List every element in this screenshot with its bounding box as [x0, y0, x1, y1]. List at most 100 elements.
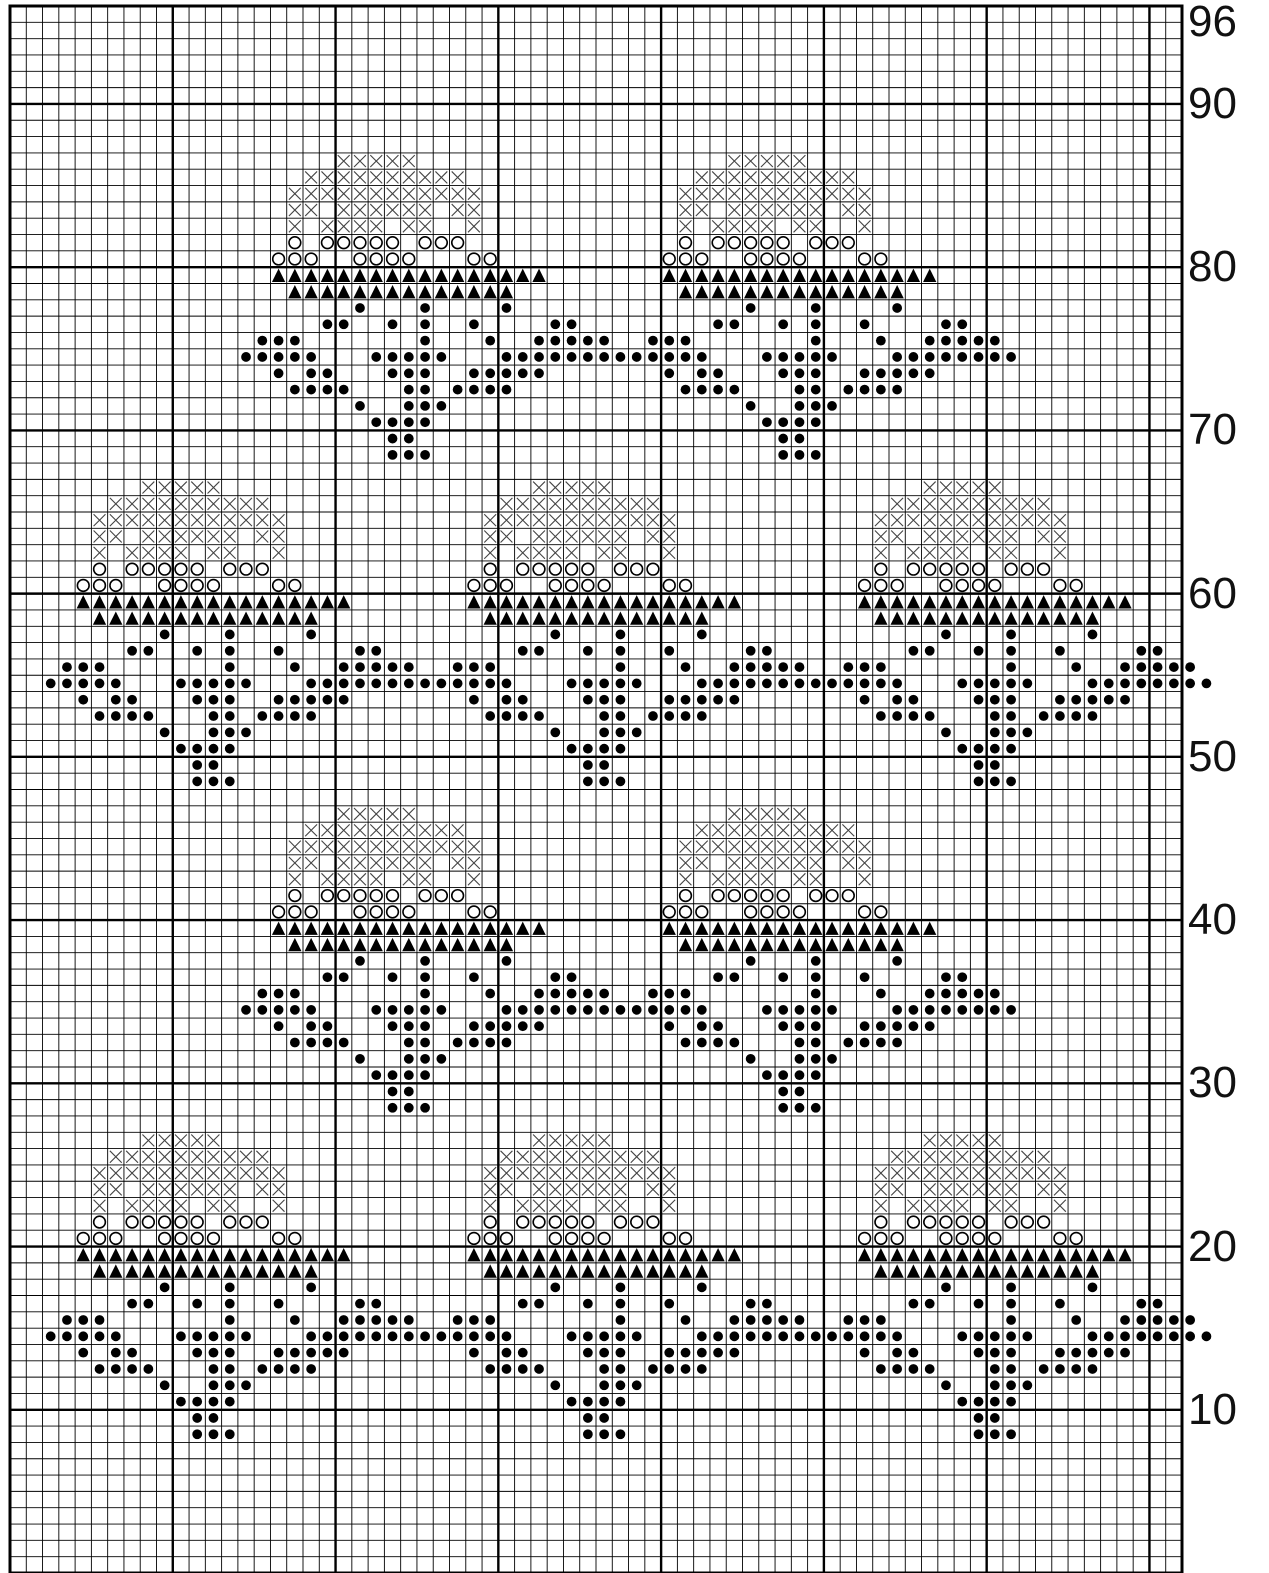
- filled-dot-mark: [1120, 679, 1130, 689]
- filled-dot-mark: [323, 695, 333, 705]
- filled-dot-mark: [1006, 1282, 1016, 1292]
- filled-dot-mark: [1006, 352, 1016, 362]
- filled-dot-mark: [404, 385, 414, 395]
- open-circle-mark: [663, 1233, 675, 1245]
- filled-dot-mark: [404, 368, 414, 378]
- filled-dot-mark: [274, 1021, 284, 1031]
- filled-dot-mark: [990, 336, 1000, 346]
- filled-dot-mark: [990, 1429, 1000, 1439]
- open-circle-mark: [729, 890, 741, 902]
- filled-dot-mark: [306, 352, 316, 362]
- filled-dot-mark: [404, 1315, 414, 1325]
- filled-dot-mark: [1120, 662, 1130, 672]
- filled-dot-mark: [62, 679, 72, 689]
- filled-dot-mark: [681, 385, 691, 395]
- filled-dot-mark: [778, 1103, 788, 1113]
- filled-dot-mark: [974, 352, 984, 362]
- filled-dot-mark: [925, 646, 935, 656]
- filled-dot-mark: [534, 368, 544, 378]
- filled-dot-mark: [290, 1038, 300, 1048]
- filled-dot-mark: [388, 1021, 398, 1031]
- filled-dot-mark: [892, 1348, 902, 1358]
- filled-dot-mark: [1055, 711, 1065, 721]
- open-circle-mark: [240, 563, 252, 575]
- open-circle-mark: [159, 1216, 171, 1228]
- open-circle-mark: [419, 890, 431, 902]
- filled-dot-mark: [762, 1005, 772, 1015]
- filled-dot-mark: [436, 1005, 446, 1015]
- filled-dot-mark: [1006, 1397, 1016, 1407]
- filled-dot-mark: [957, 1005, 967, 1015]
- filled-dot-mark: [290, 336, 300, 346]
- open-circle-mark: [175, 563, 187, 575]
- filled-dot-mark: [192, 776, 202, 786]
- filled-dot-mark: [681, 662, 691, 672]
- filled-dot-mark: [534, 646, 544, 656]
- filled-dot-mark: [290, 662, 300, 672]
- open-circle-mark: [370, 237, 382, 249]
- filled-dot-mark: [583, 1413, 593, 1423]
- filled-dot-mark: [323, 1331, 333, 1341]
- filled-dot-mark: [697, 385, 707, 395]
- filled-dot-mark: [990, 1348, 1000, 1358]
- filled-dot-mark: [502, 1038, 512, 1048]
- filled-dot-mark: [811, 385, 821, 395]
- filled-dot-mark: [355, 1331, 365, 1341]
- filled-dot-mark: [534, 1364, 544, 1374]
- filled-dot-mark: [990, 989, 1000, 999]
- filled-dot-mark: [957, 744, 967, 754]
- filled-dot-mark: [892, 711, 902, 721]
- filled-dot-mark: [323, 1021, 333, 1031]
- filled-dot-mark: [892, 1038, 902, 1048]
- filled-dot-mark: [306, 1038, 316, 1048]
- filled-dot-mark: [876, 1038, 886, 1048]
- filled-dot-mark: [729, 1315, 739, 1325]
- filled-dot-mark: [388, 1103, 398, 1113]
- filled-dot-mark: [192, 1413, 202, 1423]
- open-circle-mark: [777, 253, 789, 265]
- open-circle-mark: [549, 580, 561, 592]
- filled-dot-mark: [811, 1054, 821, 1064]
- filled-dot-mark: [827, 1005, 837, 1015]
- filled-dot-mark: [339, 972, 349, 982]
- filled-dot-mark: [290, 1315, 300, 1325]
- row-label-20: 20: [1188, 1225, 1237, 1269]
- filled-dot-mark: [827, 1331, 837, 1341]
- open-circle-mark: [338, 890, 350, 902]
- filled-dot-mark: [518, 1364, 528, 1374]
- filled-dot-mark: [355, 401, 365, 411]
- filled-dot-mark: [664, 1299, 674, 1309]
- open-circle-mark: [745, 890, 757, 902]
- open-circle-mark: [191, 1233, 203, 1245]
- filled-dot-mark: [1006, 727, 1016, 737]
- filled-dot-mark: [990, 1364, 1000, 1374]
- filled-dot-mark: [1169, 1315, 1179, 1325]
- open-circle-mark: [663, 580, 675, 592]
- filled-dot-mark: [111, 695, 121, 705]
- filled-dot-mark: [420, 1103, 430, 1113]
- filled-dot-mark: [909, 1005, 919, 1015]
- row-label-96: 96: [1188, 0, 1237, 44]
- filled-dot-mark: [95, 711, 105, 721]
- filled-dot-mark: [436, 1331, 446, 1341]
- filled-dot-mark: [876, 385, 886, 395]
- filled-dot-mark: [1136, 646, 1146, 656]
- filled-dot-mark: [306, 679, 316, 689]
- open-circle-mark: [598, 580, 610, 592]
- filled-dot-mark: [1039, 1364, 1049, 1374]
- filled-dot-mark: [616, 352, 626, 362]
- filled-dot-mark: [534, 711, 544, 721]
- filled-dot-mark: [1088, 711, 1098, 721]
- filled-dot-mark: [990, 695, 1000, 705]
- filled-dot-mark: [1169, 662, 1179, 672]
- open-circle-mark: [484, 1233, 496, 1245]
- open-circle-mark: [1022, 563, 1034, 575]
- filled-dot-mark: [876, 1021, 886, 1031]
- open-circle-mark: [729, 237, 741, 249]
- filled-dot-mark: [892, 679, 902, 689]
- filled-dot-mark: [974, 1331, 984, 1341]
- filled-dot-mark: [502, 368, 512, 378]
- filled-dot-mark: [599, 1364, 609, 1374]
- filled-dot-mark: [469, 1348, 479, 1358]
- filled-dot-mark: [843, 1331, 853, 1341]
